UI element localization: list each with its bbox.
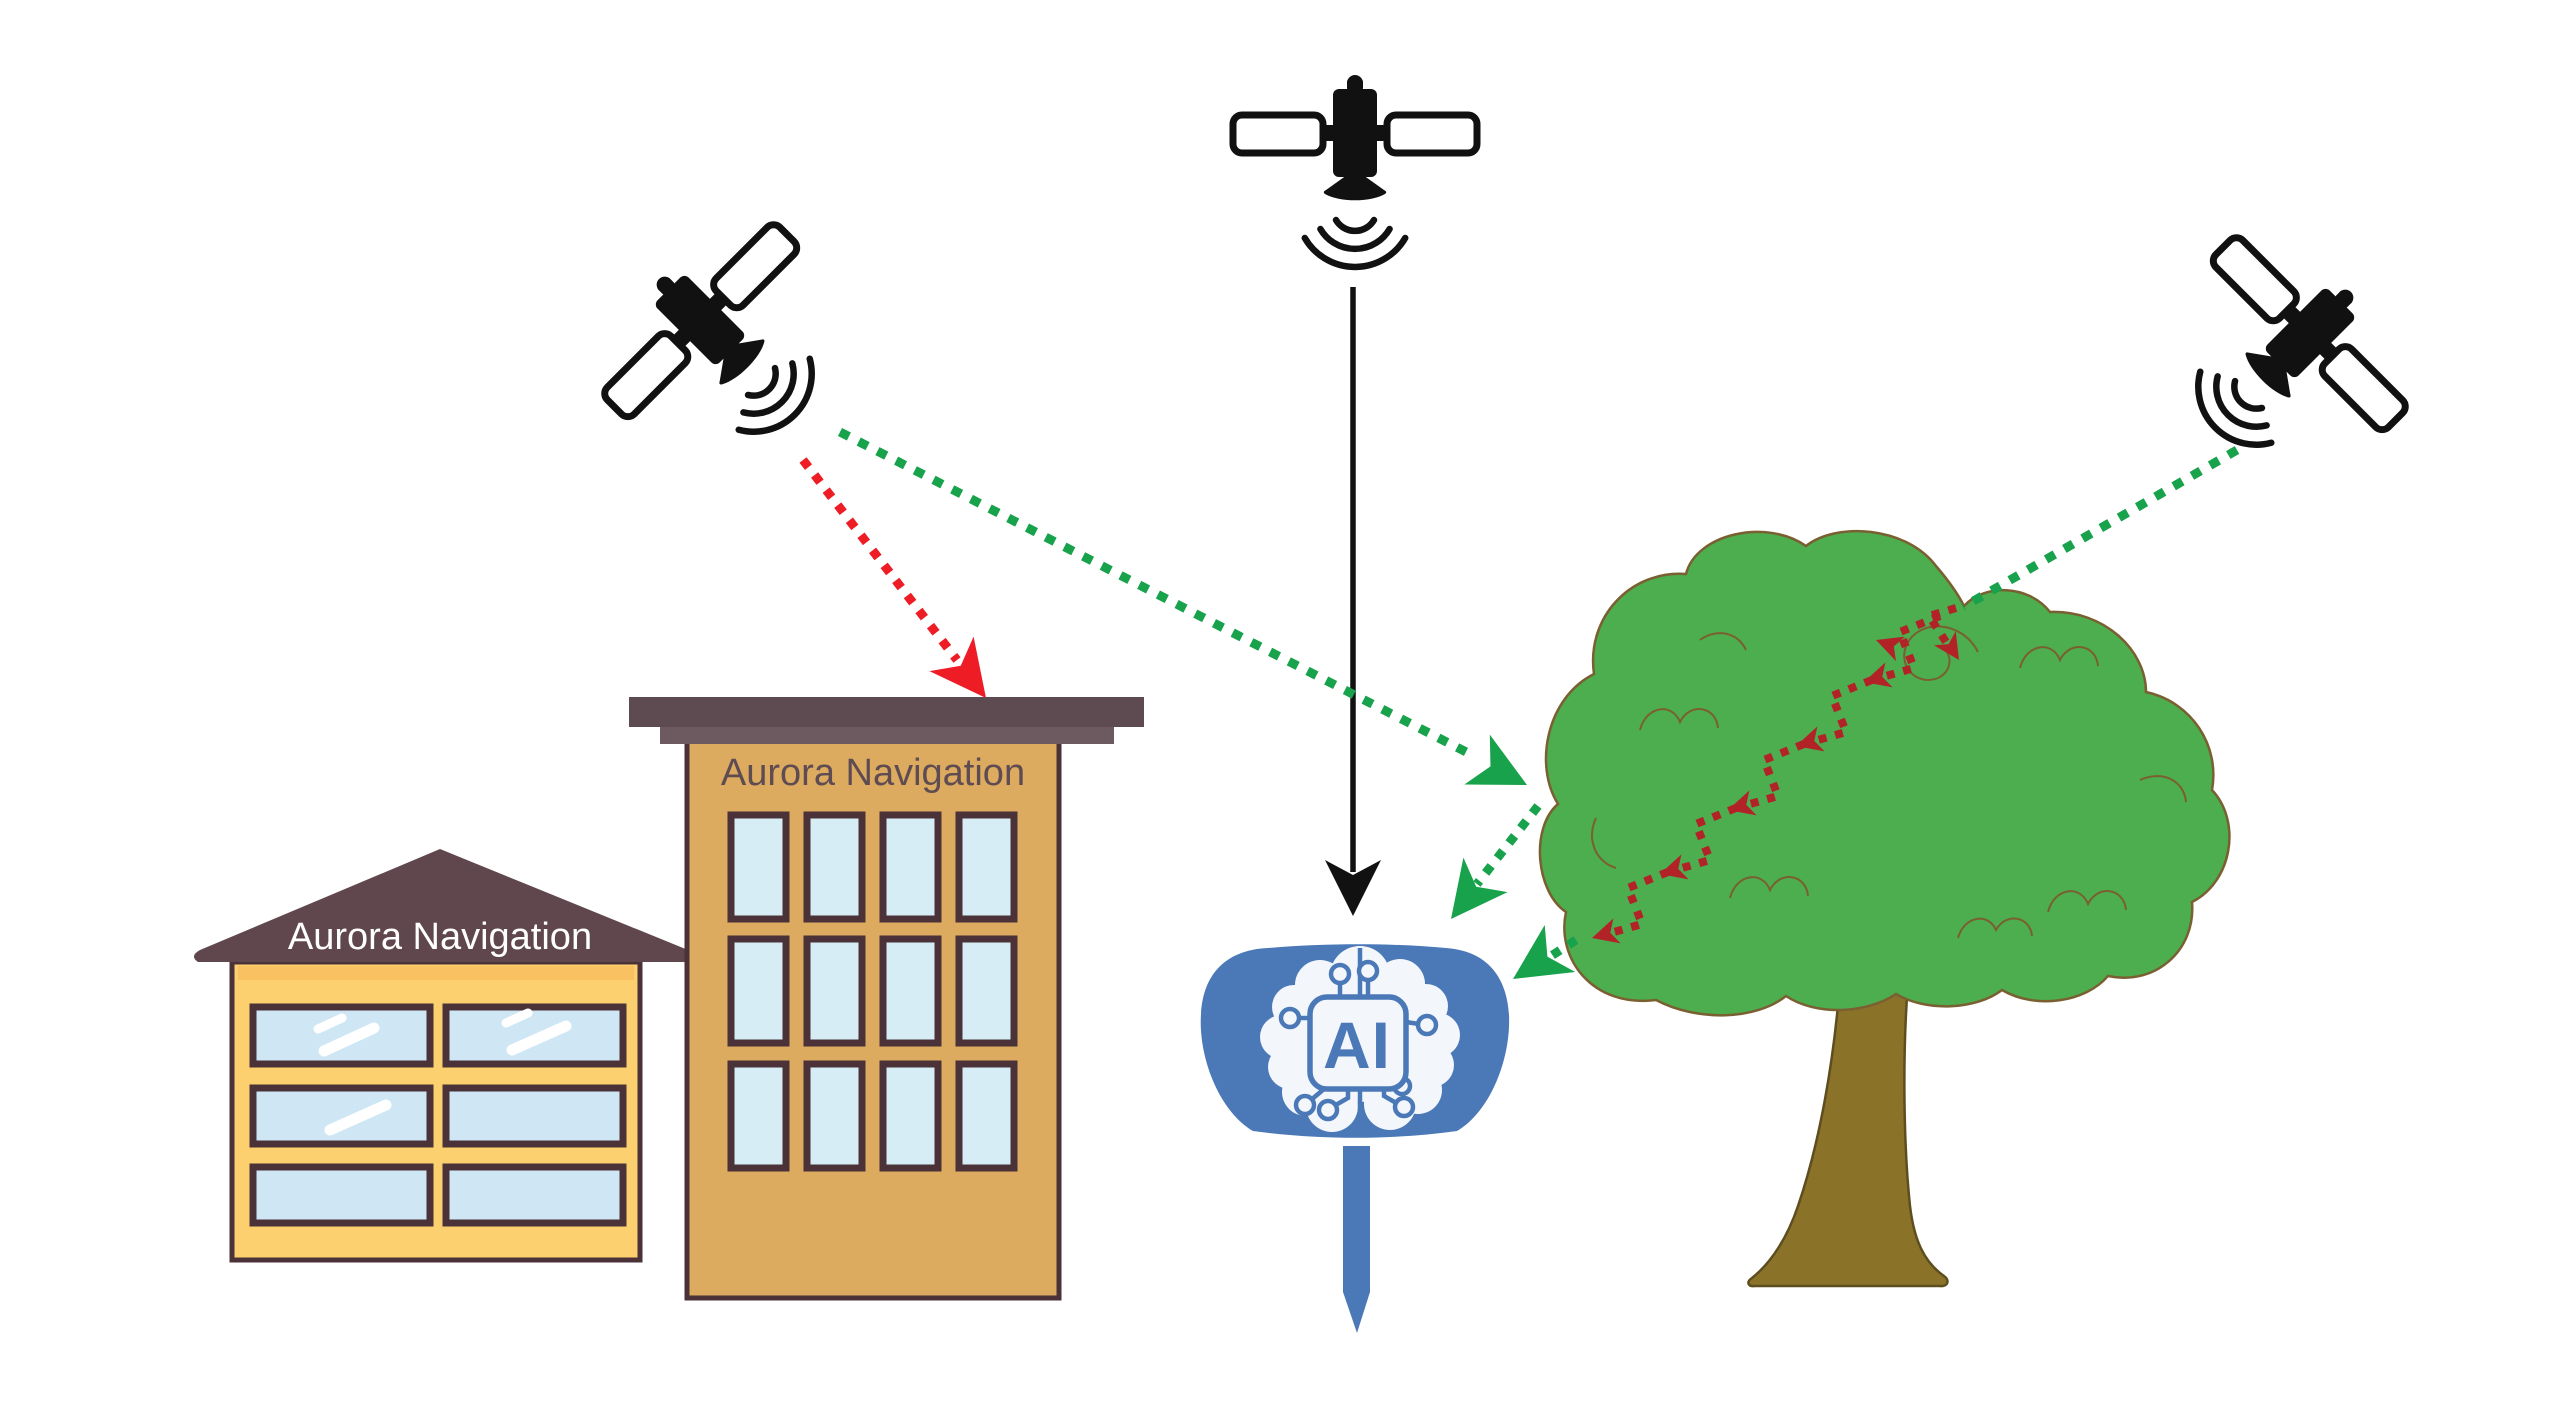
tall-building: Aurora Navigation <box>629 697 1144 1301</box>
signal-left-to-tree <box>837 427 1540 810</box>
tall-building-roof-trim <box>660 724 1114 744</box>
window-shine-streaks <box>313 1008 572 1136</box>
house-trim <box>238 966 634 980</box>
signal-blocked-by-building <box>799 457 1009 716</box>
arrowhead-green <box>1497 925 1576 1003</box>
satellite-top-icon <box>1233 75 1477 267</box>
tree-canopy <box>1538 529 2231 1017</box>
satellite-left-icon <box>573 193 881 501</box>
ai-chip <box>1307 994 1409 1092</box>
arrowhead-green <box>1428 857 1508 937</box>
tall-building-label: Aurora Navigation <box>721 752 1025 794</box>
signal-direct-los <box>1325 287 1381 916</box>
tall-building-roof <box>629 697 1144 727</box>
tree <box>1538 529 2231 1288</box>
small-building-label: Aurora Navigation <box>288 916 592 958</box>
receiver-stake <box>1343 1146 1370 1333</box>
house-roof <box>193 849 696 962</box>
signal-right-to-tree <box>1960 446 2240 611</box>
tree-trunk <box>1747 980 1949 1288</box>
signal-tree-to-receiver-1 <box>1428 803 1542 937</box>
signal-scattered-in-tree <box>1588 604 1970 951</box>
tree-canopy-detail-lines <box>1591 625 2187 939</box>
signal-tree-to-receiver-2 <box>1497 925 1579 1003</box>
small-building: Aurora Navigation <box>193 849 696 1263</box>
arrowhead-green <box>1464 734 1540 810</box>
satellite-right-icon <box>2129 206 2437 514</box>
ai-receiver: AI <box>1200 944 1510 1333</box>
tall-building-windows <box>727 811 1018 1172</box>
ai-chip-label: AI <box>1323 1008 1391 1082</box>
house-windows <box>249 1003 627 1227</box>
ai-brain-icon: AI <box>1260 946 1460 1132</box>
